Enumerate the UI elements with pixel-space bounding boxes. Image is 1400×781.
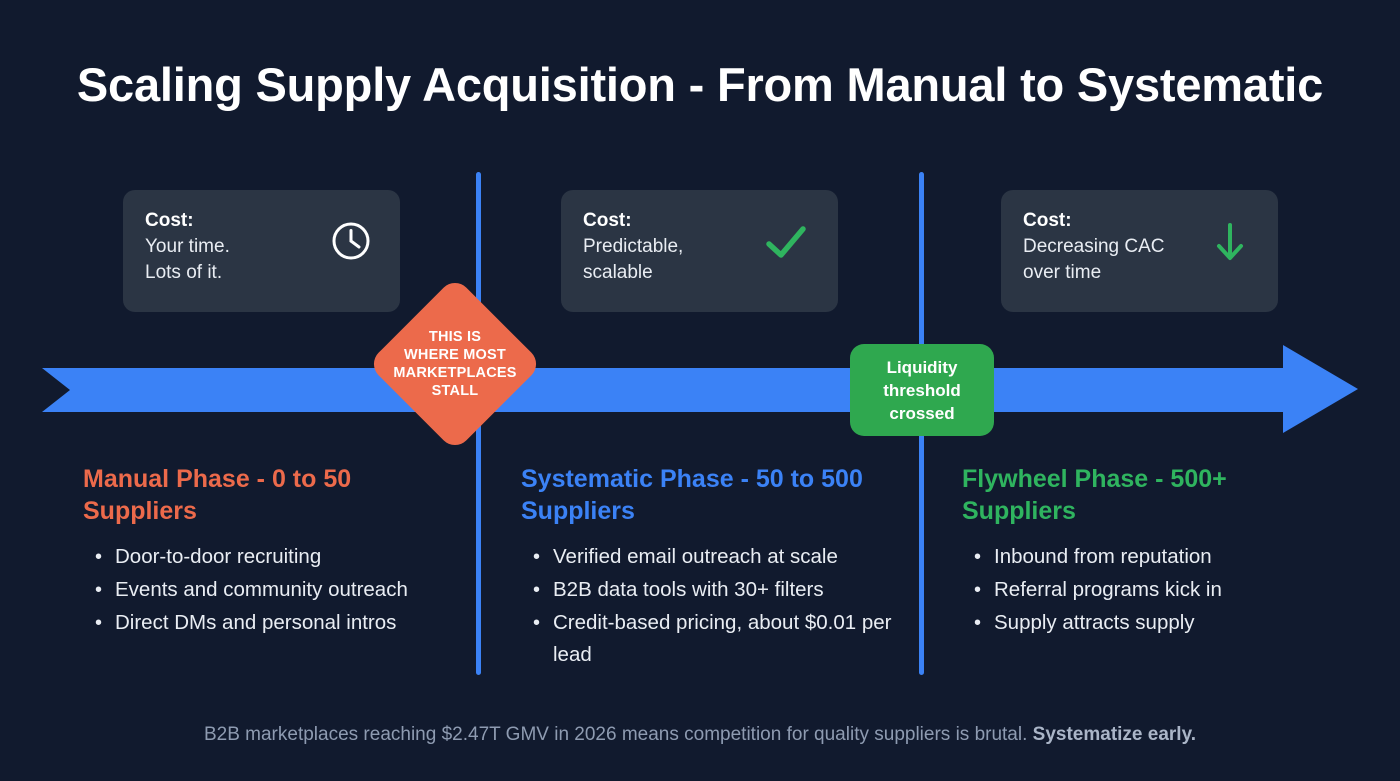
arrow-down-icon [1210,220,1250,269]
phase-heading: Manual Phase - 0 to 50 Suppliers [83,465,352,525]
footer-text: B2B marketplaces reaching $2.47T GMV in … [203,724,1033,745]
cost-card-label: Cost: [583,210,632,231]
list-item: Direct DMs and personal intros [95,607,455,639]
check-icon [762,220,810,269]
cost-card-label: Cost: [1023,210,1072,231]
phase-bullet-list: Door-to-door recruiting Events and commu… [83,541,455,639]
phase-heading: Flywheel Phase - 500+ Suppliers [962,465,1227,525]
cost-card-line1: Predictable, [583,236,684,257]
list-item: Referral programs kick in [974,574,1342,606]
liquidity-threshold-badge: Liquidity threshold crossed [850,344,994,436]
phase-column-systematic: Systematic Phase - 50 to 500 Suppliers V… [521,463,896,672]
cost-card-label: Cost: [145,210,194,231]
cost-card-line2: scalable [583,262,653,283]
stall-diamond-label: THIS IS WHERE MOST MARKETPLACES STALL [393,302,517,426]
cost-card-manual: Cost: Your time. Lots of it. [123,190,400,312]
cost-card-line1: Decreasing CAC [1023,236,1165,257]
cost-card-text: Cost: Predictable, scalable [583,208,683,286]
phase-heading: Systematic Phase - 50 to 500 Suppliers [521,465,863,525]
phase-bullet-list: Inbound from reputation Referral program… [962,541,1342,639]
cost-card-line2: over time [1023,262,1102,283]
list-item: Supply attracts supply [974,607,1342,639]
list-item: Verified email outreach at scale [533,541,896,573]
liquidity-line-2: threshold [883,380,961,400]
cost-card-flywheel: Cost: Decreasing CAC over time [1001,190,1278,312]
phase-column-manual: Manual Phase - 0 to 50 Suppliers Door-to… [83,463,455,640]
progress-arrow [0,330,1400,450]
footer-note: B2B marketplaces reaching $2.47T GMV in … [0,722,1400,748]
liquidity-line-3: crossed [889,403,955,423]
liquidity-line-1: Liquidity [886,357,958,377]
list-item: B2B data tools with 30+ filters [533,574,896,606]
cost-card-text: Cost: Decreasing CAC over time [1023,208,1165,286]
page-title: Scaling Supply Acquisition - From Manual… [76,58,1324,111]
clock-icon [330,220,372,267]
footer-emphasis: Systematize early. [1032,724,1197,745]
stall-line-4: STALL [431,383,479,399]
cost-card-line2: Lots of it. [145,262,223,283]
stall-line-3: MARKETPLACES [393,365,517,381]
phase-column-flywheel: Flywheel Phase - 500+ Suppliers Inbound … [962,463,1342,640]
phase-bullet-list: Verified email outreach at scale B2B dat… [521,541,896,671]
list-item: Inbound from reputation [974,541,1342,573]
stall-line-1: THIS IS [428,329,482,345]
list-item: Credit-based pricing, about $0.01 per le… [533,607,896,671]
list-item: Events and community outreach [95,574,455,606]
cost-card-line1: Your time. [145,236,230,257]
list-item: Door-to-door recruiting [95,541,455,573]
cost-card-text: Cost: Your time. Lots of it. [145,208,230,286]
stall-line-2: WHERE MOST [404,347,506,363]
cost-card-systematic: Cost: Predictable, scalable [561,190,838,312]
